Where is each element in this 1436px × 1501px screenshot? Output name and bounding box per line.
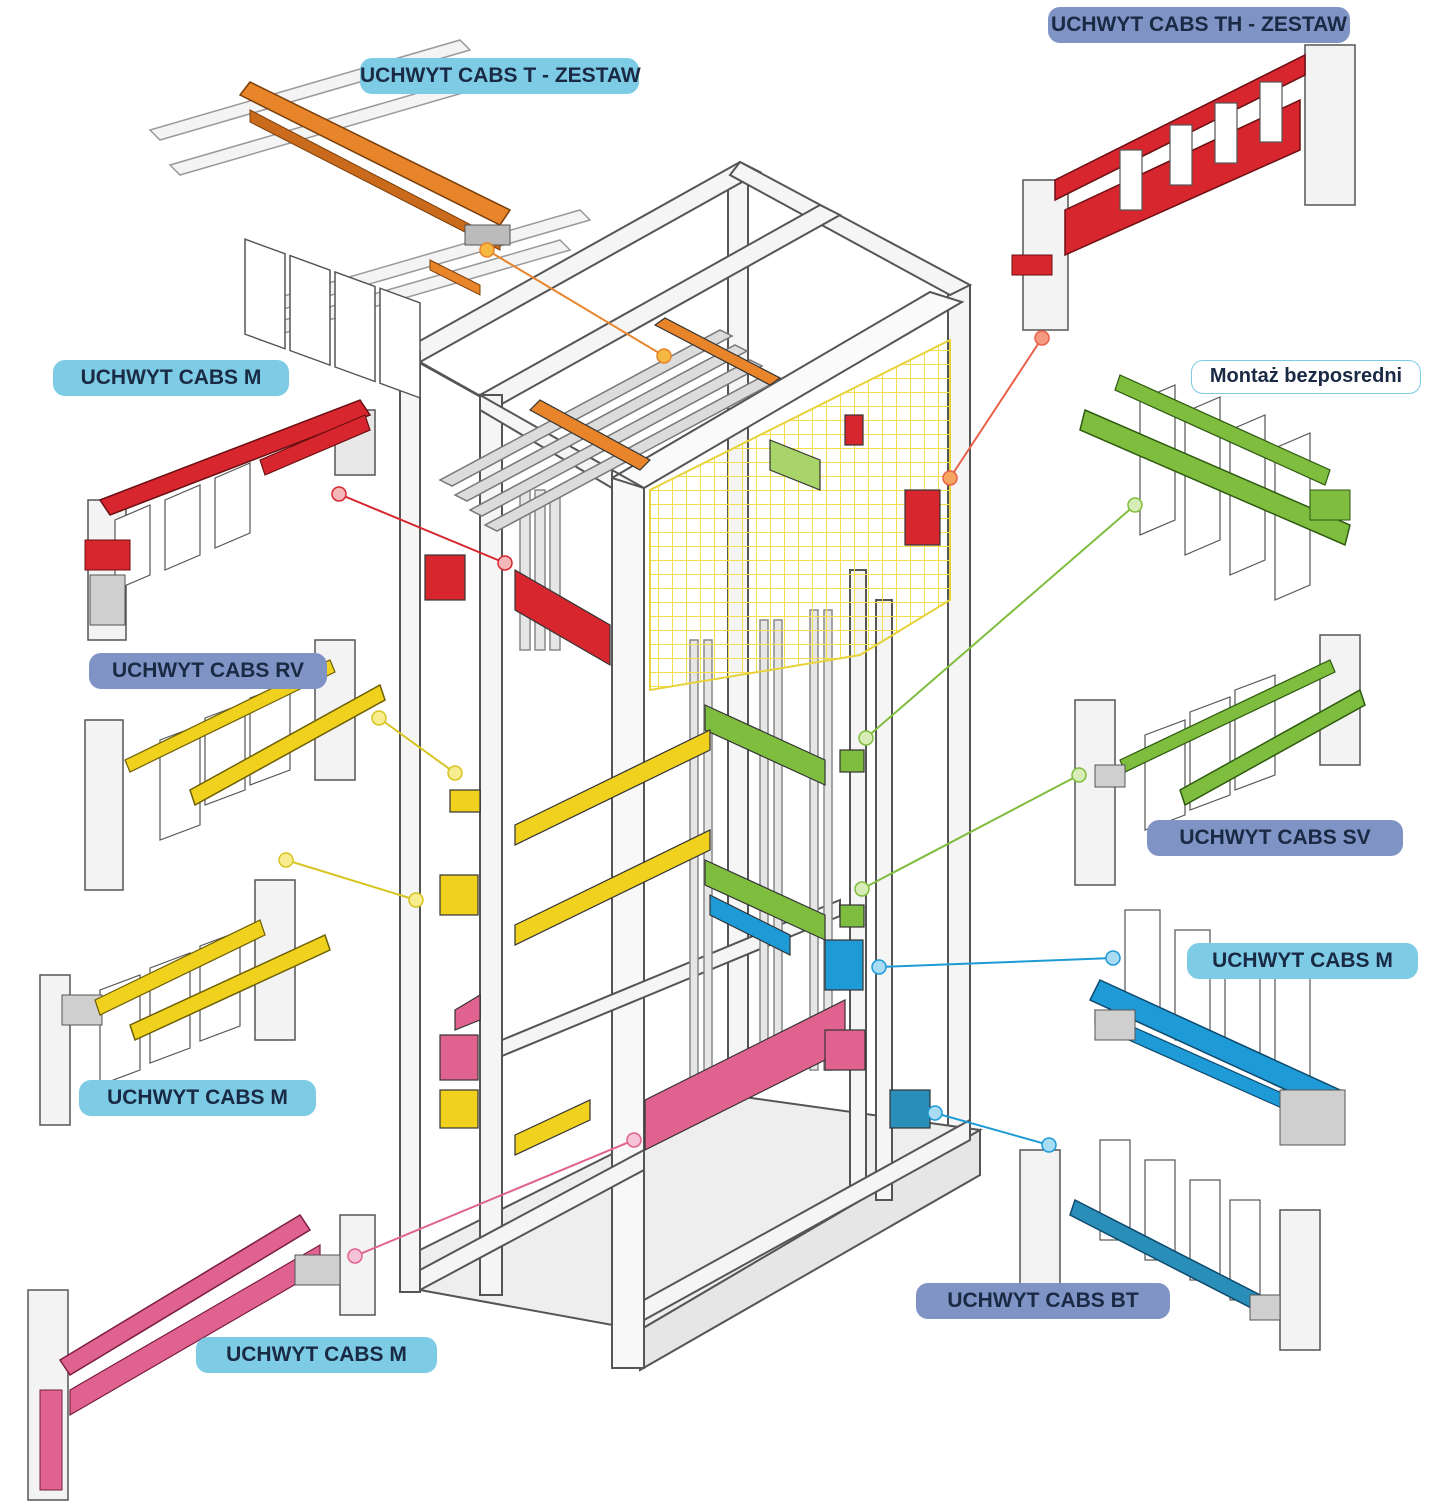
label-cabs-th-zestaw: UCHWYT CABS TH - ZESTAW xyxy=(1048,7,1350,43)
label-montaz-bezposredni: Montaż bezposredni xyxy=(1191,360,1421,394)
detail-cabs-th xyxy=(1011,44,1356,331)
detail-cabs-m-pink xyxy=(27,1213,376,1501)
detail-cabs-m-yellow xyxy=(39,879,331,1126)
detail-cabs-sv xyxy=(1074,634,1366,886)
label-cabs-sv: UCHWYT CABS SV xyxy=(1147,820,1403,856)
label-cabs-m-bottom-left: UCHWYT CABS M xyxy=(196,1337,437,1373)
mesh-cover xyxy=(649,338,951,692)
cabinet-frame xyxy=(397,160,983,1372)
detail-cabs-m-blue xyxy=(1088,909,1346,1146)
detail-cabs-m-red xyxy=(84,399,376,641)
label-cabs-bt: UCHWYT CABS BT xyxy=(916,1283,1170,1319)
label-cabs-m-right: UCHWYT CABS M xyxy=(1187,943,1418,979)
detail-montaz-bezposredni xyxy=(1079,374,1351,601)
label-cabs-t-zestaw: UCHWYT CABS T - ZESTAW xyxy=(360,58,641,94)
label-cabs-m-top-left: UCHWYT CABS M xyxy=(53,360,289,396)
label-cabs-rv: UCHWYT CABS RV xyxy=(89,653,327,689)
detail-cabs-rv xyxy=(84,639,386,891)
callout-dots xyxy=(278,242,1143,1264)
callout-lines xyxy=(285,249,1136,1257)
cabinet-brackets xyxy=(424,317,941,1156)
label-cabs-m-mid-left: UCHWYT CABS M xyxy=(79,1080,316,1116)
detail-cabs-t xyxy=(148,39,592,399)
vertical-busbars xyxy=(519,489,833,1101)
